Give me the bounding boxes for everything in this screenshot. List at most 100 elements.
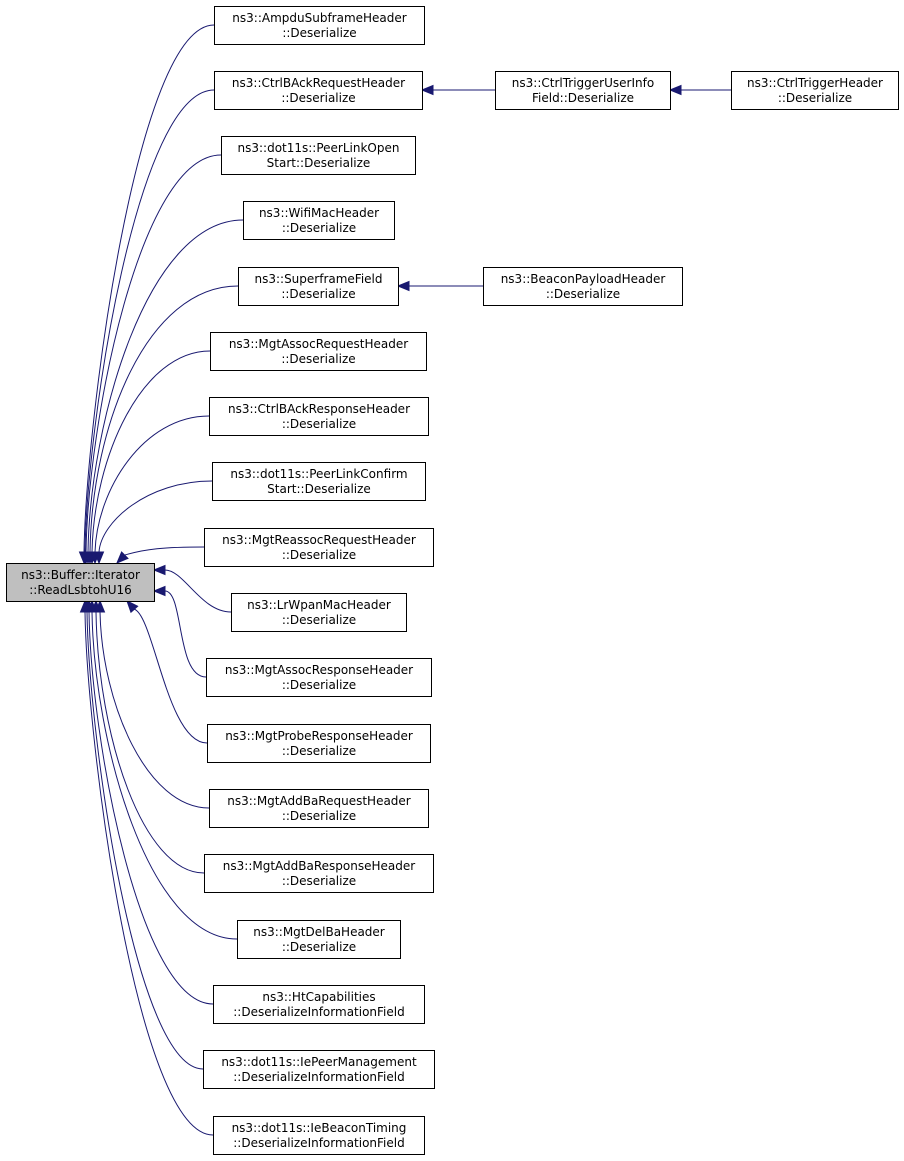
node-box bbox=[237, 920, 401, 959]
node-box bbox=[221, 136, 416, 175]
node-label-line1: ns3::MgtAssocResponseHeader bbox=[225, 663, 413, 677]
node-label-line2: ::DeserializeInformationField bbox=[233, 1005, 404, 1019]
node-n18[interactable]: ns3::dot11s::IeBeaconTiming::Deserialize… bbox=[213, 1116, 425, 1155]
node-label-line2: ::DeserializeInformationField bbox=[233, 1136, 404, 1150]
node-box bbox=[495, 71, 671, 110]
edge-n14-to-root bbox=[95, 611, 205, 874]
node-box bbox=[209, 397, 429, 436]
node-label-line2: ::Deserialize bbox=[282, 809, 356, 823]
nodes-layer: ns3::Buffer::Iterator::ReadLsbtohU16ns3:… bbox=[6, 6, 899, 1155]
node-n4[interactable]: ns3::WifiMacHeader::Deserialize bbox=[243, 201, 395, 240]
node-label-line2: ::Deserialize bbox=[282, 26, 356, 40]
node-box bbox=[213, 1116, 425, 1155]
node-label-line1: ns3::MgtReassocRequestHeader bbox=[222, 533, 416, 547]
node-label-line1: ns3::dot11s::PeerLinkConfirm bbox=[230, 467, 407, 481]
node-label-line1: ns3::MgtProbeResponseHeader bbox=[225, 729, 413, 743]
node-label-line2: Start::Deserialize bbox=[267, 482, 371, 496]
arrowhead-n12-to-root bbox=[126, 600, 139, 614]
node-n20[interactable]: ns3::CtrlTriggerHeader::Deserialize bbox=[731, 71, 899, 110]
node-n2[interactable]: ns3::CtrlBAckRequestHeader::Deserialize bbox=[214, 71, 423, 110]
edge-n3-to-root bbox=[85, 154, 222, 553]
node-n17[interactable]: ns3::dot11s::IePeerManagement::Deseriali… bbox=[203, 1050, 435, 1089]
node-n14[interactable]: ns3::MgtAddBaResponseHeader::Deserialize bbox=[204, 854, 434, 893]
node-box bbox=[243, 201, 395, 240]
node-label-line1: ns3::dot11s::PeerLinkOpen bbox=[238, 141, 400, 155]
node-label-line1: ns3::MgtDelBaHeader bbox=[253, 925, 385, 939]
node-box bbox=[204, 528, 434, 567]
node-n8[interactable]: ns3::dot11s::PeerLinkConfirmStart::Deser… bbox=[212, 462, 426, 501]
edge-n13-to-root bbox=[99, 611, 210, 809]
node-n10[interactable]: ns3::LrWpanMacHeader::Deserialize bbox=[231, 593, 407, 632]
node-label-line1: ns3::SuperframeField bbox=[254, 272, 382, 286]
node-label-line1: ns3::BeaconPayloadHeader bbox=[501, 272, 666, 286]
node-label-line2: ::Deserialize bbox=[282, 221, 356, 235]
node-n16[interactable]: ns3::HtCapabilities::DeserializeInformat… bbox=[213, 985, 425, 1024]
node-n5[interactable]: ns3::SuperframeField::Deserialize bbox=[238, 267, 399, 306]
node-box bbox=[214, 6, 425, 45]
node-label-line1: ns3::MgtAssocRequestHeader bbox=[229, 337, 408, 351]
node-box bbox=[209, 789, 429, 828]
node-box bbox=[731, 71, 899, 110]
edge-n2-to-root bbox=[84, 89, 215, 553]
node-label-line2: ::Deserialize bbox=[282, 417, 356, 431]
node-label-line2: ::Deserialize bbox=[282, 613, 356, 627]
node-label-line1: ns3::CtrlBAckRequestHeader bbox=[232, 76, 405, 90]
node-box bbox=[6, 563, 155, 602]
node-label-line1: ns3::CtrlBAckResponseHeader bbox=[228, 402, 410, 416]
arrowhead-n9-to-root bbox=[116, 551, 129, 564]
node-n19[interactable]: ns3::CtrlTriggerUserInfoField::Deseriali… bbox=[495, 71, 671, 110]
node-n21[interactable]: ns3::BeaconPayloadHeader::Deserialize bbox=[483, 267, 683, 306]
node-label-line2: ::Deserialize bbox=[281, 352, 355, 366]
node-label-line1: ns3::Buffer::Iterator bbox=[21, 568, 140, 582]
node-label-line1: ns3::HtCapabilities bbox=[262, 990, 375, 1004]
arrowhead-n8-to-root bbox=[93, 551, 105, 565]
node-label-line2: ::Deserialize bbox=[282, 678, 356, 692]
arrowhead-n11-to-root bbox=[152, 585, 166, 597]
node-n11[interactable]: ns3::MgtAssocResponseHeader::Deserialize bbox=[206, 658, 432, 697]
node-box bbox=[231, 593, 407, 632]
node-label-line2: ::Deserialize bbox=[281, 91, 355, 105]
node-n15[interactable]: ns3::MgtDelBaHeader::Deserialize bbox=[237, 920, 401, 959]
node-box bbox=[207, 724, 431, 763]
arrowhead-n19-to-n2 bbox=[420, 84, 434, 96]
edge-n1-to-root bbox=[83, 24, 215, 553]
node-label-line2: ::Deserialize bbox=[282, 744, 356, 758]
root-node[interactable]: ns3::Buffer::Iterator::ReadLsbtohU16 bbox=[6, 563, 155, 602]
node-label-line1: ns3::AmpduSubframeHeader bbox=[232, 11, 407, 25]
edge-n17-to-root bbox=[86, 611, 204, 1070]
node-box bbox=[238, 267, 399, 306]
node-box bbox=[212, 462, 426, 501]
node-box bbox=[206, 658, 432, 697]
edge-n11-to-root bbox=[164, 590, 207, 678]
node-label-line1: ns3::dot11s::IeBeaconTiming bbox=[232, 1121, 407, 1135]
edge-n12-to-root bbox=[133, 608, 208, 744]
node-label-line2: ::ReadLsbtohU16 bbox=[29, 583, 132, 597]
edge-n5-to-root bbox=[89, 285, 239, 553]
edge-n18-to-root bbox=[84, 611, 214, 1136]
node-n1[interactable]: ns3::AmpduSubframeHeader::Deserialize bbox=[214, 6, 425, 45]
node-label-line2: ::Deserialize bbox=[778, 91, 852, 105]
edge-n9-to-root bbox=[124, 546, 205, 556]
edge-n15-to-root bbox=[91, 611, 238, 940]
node-label-line1: ns3::MgtAddBaResponseHeader bbox=[223, 859, 415, 873]
node-label-line2: ::DeserializeInformationField bbox=[233, 1070, 404, 1084]
arrowhead-n18-to-root bbox=[79, 599, 91, 613]
node-n13[interactable]: ns3::MgtAddBaRequestHeader::Deserialize bbox=[209, 789, 429, 828]
node-label-line2: Start::Deserialize bbox=[267, 156, 371, 170]
node-box bbox=[213, 985, 425, 1024]
node-box bbox=[204, 854, 434, 893]
node-box bbox=[210, 332, 427, 371]
node-label-line1: ns3::MgtAddBaRequestHeader bbox=[227, 794, 411, 808]
node-n3[interactable]: ns3::dot11s::PeerLinkOpenStart::Deserial… bbox=[221, 136, 416, 175]
node-n9[interactable]: ns3::MgtReassocRequestHeader::Deserializ… bbox=[204, 528, 434, 567]
arrowhead-n20-to-n19 bbox=[668, 84, 682, 96]
node-n7[interactable]: ns3::CtrlBAckResponseHeader::Deserialize bbox=[209, 397, 429, 436]
edge-n4-to-root bbox=[87, 219, 244, 553]
node-n12[interactable]: ns3::MgtProbeResponseHeader::Deserialize bbox=[207, 724, 431, 763]
node-n6[interactable]: ns3::MgtAssocRequestHeader::Deserialize bbox=[210, 332, 427, 371]
node-label-line2: ::Deserialize bbox=[282, 874, 356, 888]
edge-n8-to-root bbox=[98, 480, 213, 553]
node-label-line2: ::Deserialize bbox=[282, 548, 356, 562]
node-label-line1: ns3::CtrlTriggerHeader bbox=[747, 76, 883, 90]
